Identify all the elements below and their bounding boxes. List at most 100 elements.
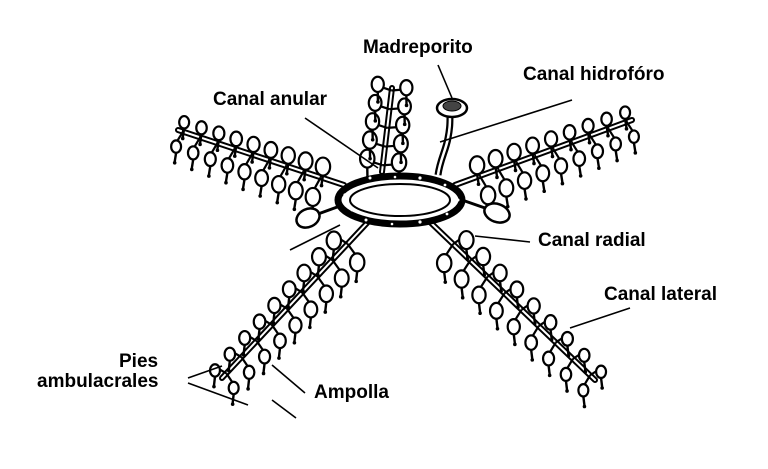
tube-foot-tip bbox=[241, 353, 246, 357]
ampulla bbox=[397, 97, 412, 116]
tube-foot-tip bbox=[550, 154, 555, 159]
ampulla bbox=[270, 174, 287, 194]
tube-foot bbox=[231, 394, 235, 404]
ampulla bbox=[543, 314, 558, 331]
tube-foot-tip bbox=[267, 166, 272, 170]
tube-foot-tip bbox=[292, 207, 297, 212]
tube-foot-tip bbox=[292, 340, 297, 345]
ampulla bbox=[619, 105, 632, 120]
tube-foot bbox=[512, 334, 517, 344]
tube-foot bbox=[287, 297, 291, 307]
tube-foot-tip bbox=[198, 142, 202, 147]
radial-canal-lumen bbox=[381, 87, 393, 173]
tube-foot bbox=[262, 363, 266, 373]
tube-foot-tip bbox=[465, 257, 470, 261]
tube-foot bbox=[541, 181, 546, 191]
leader-pies-1 bbox=[187, 365, 223, 379]
tube-foot-tip bbox=[478, 311, 482, 316]
ampulla bbox=[492, 263, 508, 283]
ampulla bbox=[314, 156, 332, 177]
leader-canal-radial bbox=[474, 235, 531, 243]
ampulla bbox=[252, 313, 267, 331]
tube-foot bbox=[241, 179, 246, 189]
tube-foot bbox=[532, 313, 536, 323]
tube-foot-tip bbox=[606, 133, 610, 138]
ampulla bbox=[498, 178, 515, 198]
tube-foot-tip bbox=[482, 273, 487, 277]
polian-vesicle bbox=[295, 207, 321, 229]
radial-canal-lumen bbox=[221, 221, 369, 379]
ampulla bbox=[348, 252, 366, 273]
tube-foot-tip bbox=[583, 370, 588, 374]
label-ampolla: Ampolla bbox=[314, 382, 389, 403]
tube-foot bbox=[505, 196, 509, 206]
tube-foot bbox=[276, 192, 280, 202]
ampulla bbox=[229, 130, 244, 148]
ring-canal-speckles bbox=[343, 175, 460, 226]
tube-foot-tip bbox=[261, 371, 266, 376]
ampulla bbox=[394, 115, 411, 135]
tube-foot-tip bbox=[354, 279, 358, 284]
tube-foot bbox=[481, 265, 486, 275]
label-canal-radial: Canal radial bbox=[538, 230, 646, 251]
tube-foot bbox=[354, 271, 359, 281]
ampulla bbox=[170, 139, 183, 154]
tube-foot bbox=[198, 134, 203, 144]
ampulla bbox=[525, 136, 541, 155]
ampulla bbox=[541, 350, 556, 367]
tube-foot-tip bbox=[587, 140, 592, 145]
tube-foot-tip bbox=[569, 147, 573, 152]
ampulla bbox=[595, 364, 608, 380]
ampulla bbox=[526, 297, 541, 315]
tube-foot-tip bbox=[212, 384, 216, 389]
tube-foot bbox=[316, 265, 321, 275]
ring-canal-inner bbox=[349, 183, 451, 217]
tube-foot-tip bbox=[285, 171, 289, 176]
ampulla bbox=[506, 142, 522, 162]
ampulla bbox=[435, 253, 453, 274]
tube-foot-tip bbox=[323, 310, 328, 314]
ampulla bbox=[281, 280, 297, 299]
ampulla bbox=[516, 171, 533, 191]
tube-foot-tip bbox=[547, 373, 552, 378]
tube-foot-tip bbox=[516, 305, 520, 310]
ampulla bbox=[535, 164, 551, 183]
stone-canal-inner bbox=[436, 113, 452, 176]
tube-foot bbox=[495, 318, 499, 328]
ampulla bbox=[506, 318, 521, 336]
tube-foot bbox=[302, 169, 307, 179]
tube-foot bbox=[207, 165, 212, 176]
ampulla bbox=[303, 300, 319, 319]
tube-foot-tip bbox=[250, 160, 254, 164]
ampulla bbox=[223, 346, 237, 362]
tube-foot-tip bbox=[565, 389, 569, 393]
ampulla bbox=[524, 334, 539, 351]
tube-foot-tip bbox=[530, 358, 535, 362]
tube-foot bbox=[331, 249, 336, 259]
tube-foot bbox=[477, 303, 482, 313]
tube-foot bbox=[583, 361, 587, 372]
tube-foot bbox=[257, 328, 261, 339]
tube-foot-tip bbox=[460, 295, 465, 300]
leader-canal-lateral bbox=[569, 307, 631, 329]
tube-foot bbox=[614, 150, 619, 160]
leader-canal-anular bbox=[304, 117, 379, 169]
ampulla bbox=[195, 120, 208, 136]
tube-foot-tip bbox=[373, 119, 378, 123]
tube-foot-tip bbox=[578, 174, 583, 178]
ampulla bbox=[543, 130, 559, 148]
leader-canal-hidroforo bbox=[439, 99, 573, 143]
label-canal-anular: Canal anular bbox=[213, 89, 328, 110]
leader-bottom bbox=[271, 399, 297, 419]
polian-vesicle-stalk bbox=[461, 198, 486, 210]
tube-foot bbox=[250, 151, 255, 162]
ampulla bbox=[318, 284, 335, 304]
tube-foot-tip bbox=[275, 200, 280, 205]
tube-foot bbox=[605, 125, 610, 135]
tube-foot bbox=[523, 188, 528, 199]
tube-foot-tip bbox=[532, 321, 537, 326]
tube-foot bbox=[227, 360, 232, 370]
tube-foot bbox=[529, 349, 534, 360]
madreporite-top bbox=[442, 100, 462, 112]
